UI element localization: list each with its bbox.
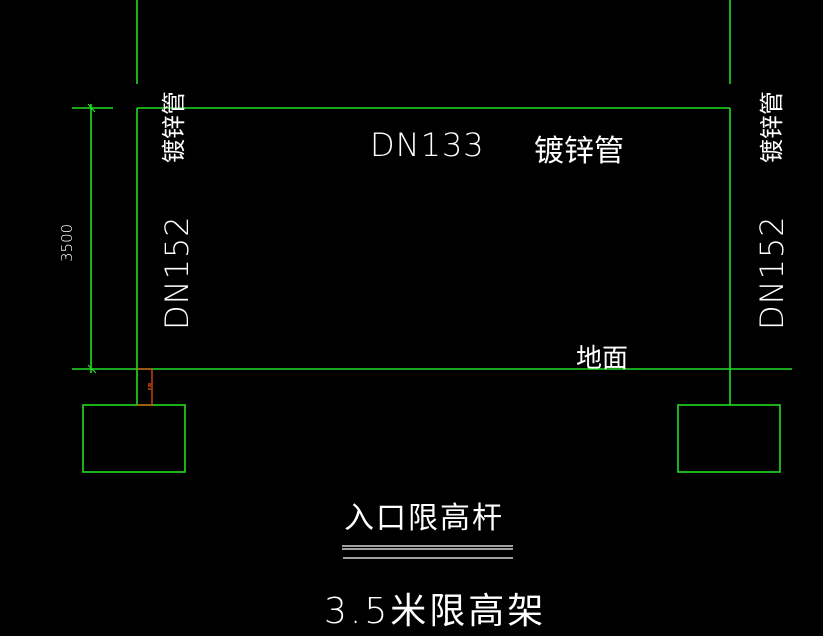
dimension-tick-bottom [87,364,97,374]
embed-depth-marker [137,368,153,406]
top-pipe-material: 镀锌管 [534,134,624,169]
right-footing [677,404,781,473]
dimension-value: 3500 [58,223,76,262]
right-pipe-material: 镀锌管 [758,91,786,163]
ground-label: 地面 [576,344,629,374]
left-pipe-material: 镀锌管 [160,91,188,163]
top-pipe-size: DN133 [370,126,485,164]
drawing-title: 3.5米限高架 [324,591,547,632]
left-footing [82,404,186,473]
subtitle: 入口限高杆 [344,501,504,536]
left-pipe-size: DN152 [158,215,196,330]
right-pipe-size: DN152 [753,215,791,330]
dimension-tick-top [87,103,96,113]
